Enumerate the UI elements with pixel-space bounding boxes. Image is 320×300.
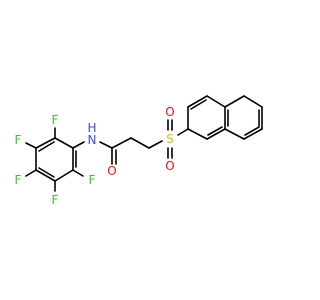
fluorine-atom-label: F <box>89 173 96 187</box>
bond <box>35 169 56 182</box>
bond <box>111 137 132 149</box>
bond <box>177 128 189 136</box>
bond <box>38 141 55 152</box>
oxygen-atom-label: O <box>107 164 116 178</box>
bond <box>38 167 55 178</box>
bond <box>72 169 84 177</box>
bond <box>25 169 37 177</box>
bond <box>206 128 226 140</box>
bond <box>207 126 223 136</box>
bond <box>244 126 260 136</box>
amide-chain <box>99 137 163 165</box>
bond <box>35 137 56 149</box>
bond <box>54 169 74 182</box>
bond <box>243 128 263 140</box>
bond <box>25 142 37 149</box>
molecule-structure: F F F F F H N O S O O <box>15 95 263 207</box>
naphthalene-ring <box>187 95 263 140</box>
fluorine-atom-label: F <box>15 173 22 187</box>
bond <box>187 128 208 140</box>
oxygen-atom-label: O <box>165 159 174 173</box>
bond <box>224 95 245 108</box>
bond <box>224 128 245 140</box>
nitrogen-atom-label: N <box>88 133 97 147</box>
bond <box>243 95 263 108</box>
sulfur-atom-label: S <box>166 132 174 146</box>
bond <box>206 95 226 108</box>
oxygen-atom-label: O <box>165 105 174 119</box>
bond <box>99 141 113 149</box>
fluorine-atom-label: F <box>15 133 22 147</box>
fluorine-atom-label: F <box>52 193 59 207</box>
bond <box>54 137 74 149</box>
bond <box>130 137 150 149</box>
pentafluorophenyl-ring <box>25 127 85 192</box>
bond <box>190 99 207 110</box>
bond <box>148 140 163 149</box>
hydrogen-atom-label: H <box>87 121 96 135</box>
bond <box>72 141 85 149</box>
atom-labels: F F F F F H N O S O O <box>15 105 175 207</box>
sulfonyl-group <box>167 119 189 159</box>
bond <box>187 95 208 108</box>
fluorine-atom-label: F <box>52 113 59 127</box>
